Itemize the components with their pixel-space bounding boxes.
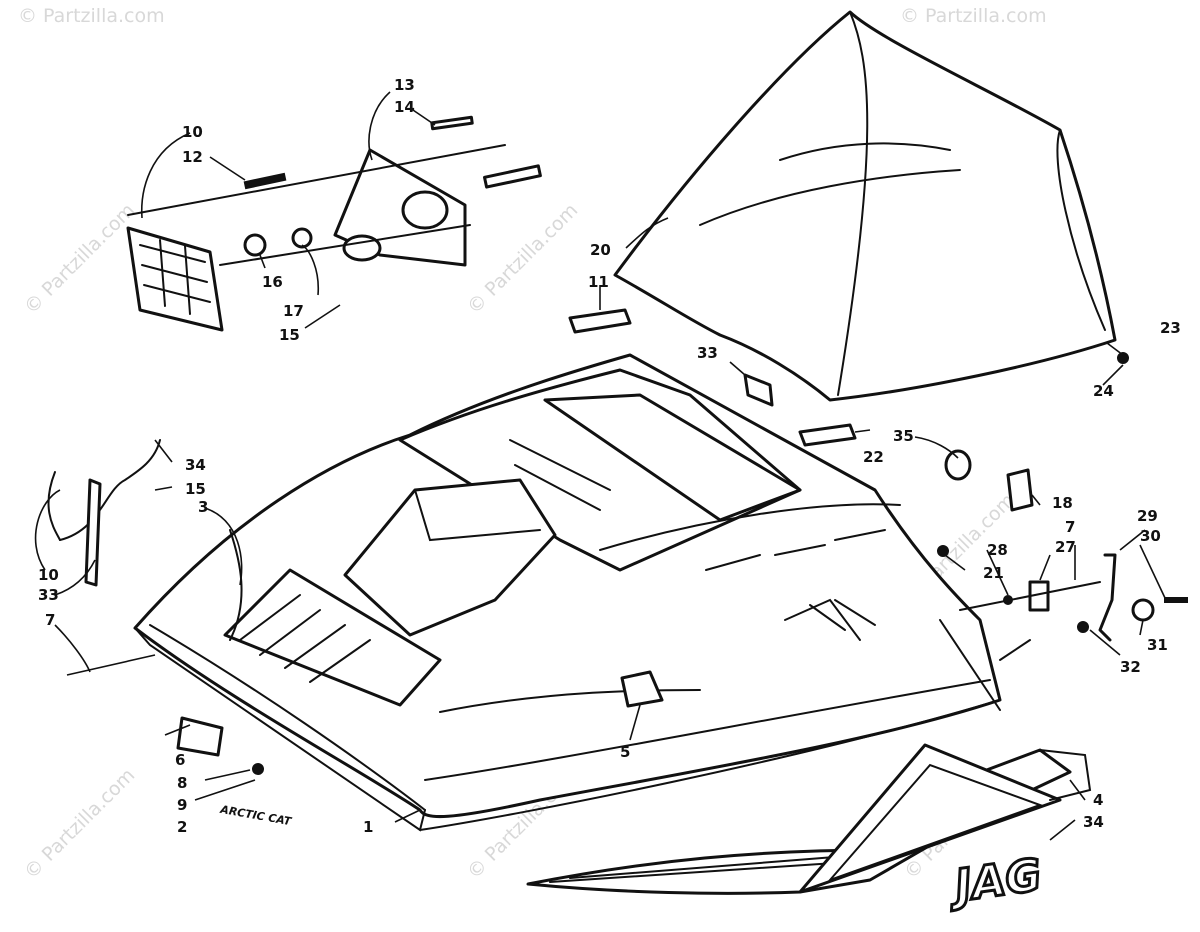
watermark: © Partzilla.com: [900, 5, 1047, 27]
label-1: 1: [363, 818, 373, 836]
label-31: 33: [697, 344, 718, 362]
label-15b: 15: [185, 480, 206, 498]
hood: [133, 353, 1002, 832]
label-27: 29: [1137, 507, 1158, 525]
arctic-cat-decal: ARCTIC CAT: [218, 803, 293, 829]
label-28: 30: [1140, 527, 1161, 545]
label-2: 2: [177, 818, 187, 836]
label-34-visible: 34: [1083, 813, 1104, 831]
label-24: 24: [1093, 382, 1114, 400]
windshield: [613, 10, 1117, 402]
label-33-visible: 33: [38, 586, 59, 604]
label-5: 5: [620, 743, 630, 761]
label-7b: 7: [45, 611, 55, 629]
label-7: 7: [1065, 518, 1075, 536]
label-20: 20: [590, 241, 611, 259]
label-10b: 10: [38, 566, 59, 584]
label-4: 4: [1093, 791, 1103, 809]
watermark: © Partzilla.com: [463, 199, 582, 318]
label-35: 35: [893, 427, 914, 445]
label-18: 18: [1052, 494, 1073, 512]
label-21: 21: [983, 564, 1004, 582]
label-11: 11: [588, 273, 609, 291]
small-parts: [252, 308, 1129, 775]
watermark: © Partzilla.com: [20, 764, 139, 883]
part-labels: 10 12 13 14 16 17 15 20 11 23 24 33 35 2…: [38, 76, 1181, 836]
label-32: 34: [185, 456, 206, 474]
label-23: 23: [1160, 319, 1181, 337]
label-15: 15: [279, 326, 300, 344]
latch-hardware: [176, 553, 1188, 757]
leader-lines: [34, 91, 1166, 841]
label-25: 27: [1055, 538, 1076, 556]
label-6: 6: [175, 751, 185, 769]
label-30: 32: [1120, 658, 1141, 676]
label-3: 3: [198, 498, 208, 516]
label-17: 17: [283, 302, 304, 320]
watermark: © Partzilla.com: [18, 5, 165, 27]
label-10: 10: [182, 123, 203, 141]
label-26: 28: [987, 541, 1008, 559]
label-14: 14: [394, 98, 415, 116]
label-22: 22: [863, 448, 884, 466]
label-16: 16: [262, 273, 283, 291]
label-8: 8: [177, 774, 187, 792]
label-9: 9: [177, 796, 187, 814]
label-29: 31: [1147, 636, 1168, 654]
label-12: 12: [182, 148, 203, 166]
label-13: 13: [394, 76, 415, 94]
headlight-assembly: [126, 115, 542, 332]
jag-logo: JAG: [944, 849, 1045, 913]
watermark: © Partzilla.com: [20, 199, 139, 318]
